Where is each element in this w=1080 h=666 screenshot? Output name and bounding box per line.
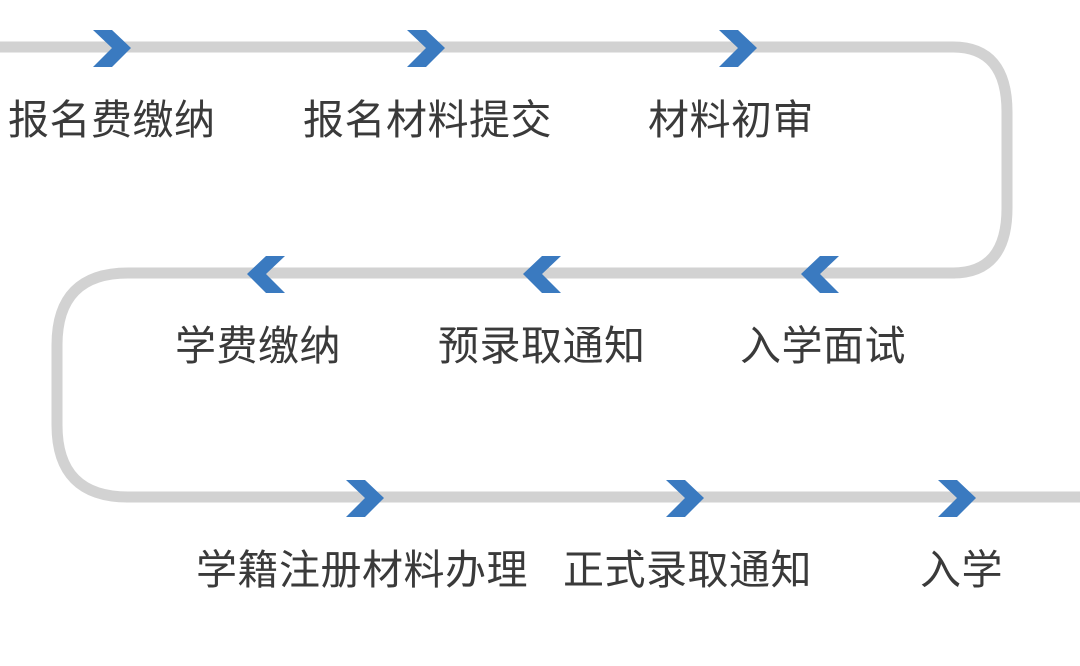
step-label-baomingcailiaotijiao: 报名材料提交 — [303, 97, 552, 143]
chevron-right-icon — [938, 480, 976, 517]
chevron-right-icon — [93, 30, 131, 67]
connector-right-u-turn — [900, 41, 1013, 279]
step-label-ruxuemianshi: 入学面试 — [740, 323, 906, 369]
step-label-baomingfeijiaona: 报名费缴纳 — [8, 97, 216, 143]
step-label-yuluqutongzhi: 预录取通知 — [438, 323, 646, 369]
chevron-right-icon — [407, 30, 445, 67]
step-label-xuefeijiaona: 学费缴纳 — [175, 323, 341, 369]
chevron-left-icon — [523, 256, 561, 293]
step-label-xuejizhucecailiaobanli: 学籍注册材料办理 — [196, 547, 528, 593]
step-label-cailiaochushen: 材料初审 — [648, 97, 814, 143]
chevron-right-icon — [719, 30, 757, 67]
chevron-left-icon — [801, 256, 839, 293]
step-label-ruxue: 入学 — [920, 547, 1003, 593]
chevron-right-icon — [346, 480, 384, 517]
chevron-right-icon — [666, 480, 704, 517]
chevron-left-icon — [247, 256, 285, 293]
step-label-zhengshiluqutongzhi: 正式录取通知 — [563, 547, 812, 593]
connector-left-u-turn — [51, 267, 180, 503]
